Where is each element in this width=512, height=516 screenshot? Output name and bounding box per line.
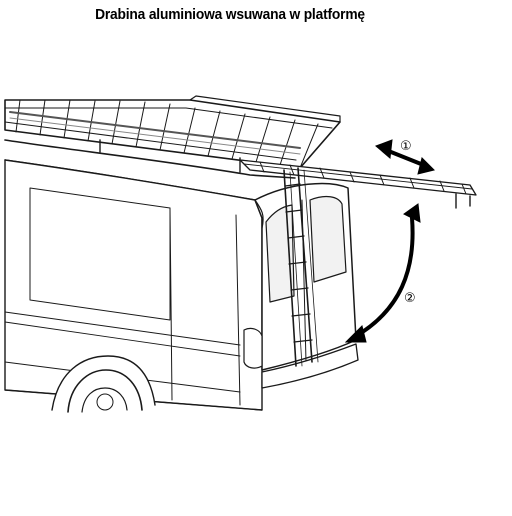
rear-wheel	[51, 355, 156, 413]
rear-window-right	[309, 195, 347, 283]
roof-rack	[4, 95, 341, 173]
step-marker-2: ②	[404, 291, 416, 306]
ladder-extended	[239, 159, 477, 209]
ladder-vertical	[283, 167, 319, 367]
tail-light	[243, 327, 263, 369]
van-body	[4, 139, 359, 411]
arrow-slide	[375, 139, 435, 175]
step-marker-1: ①	[400, 139, 412, 154]
diagram-title: Drabina aluminiowa wsuwana w platformę	[95, 6, 365, 23]
arrow-rotate	[344, 203, 421, 343]
rear-bumper	[261, 343, 359, 389]
